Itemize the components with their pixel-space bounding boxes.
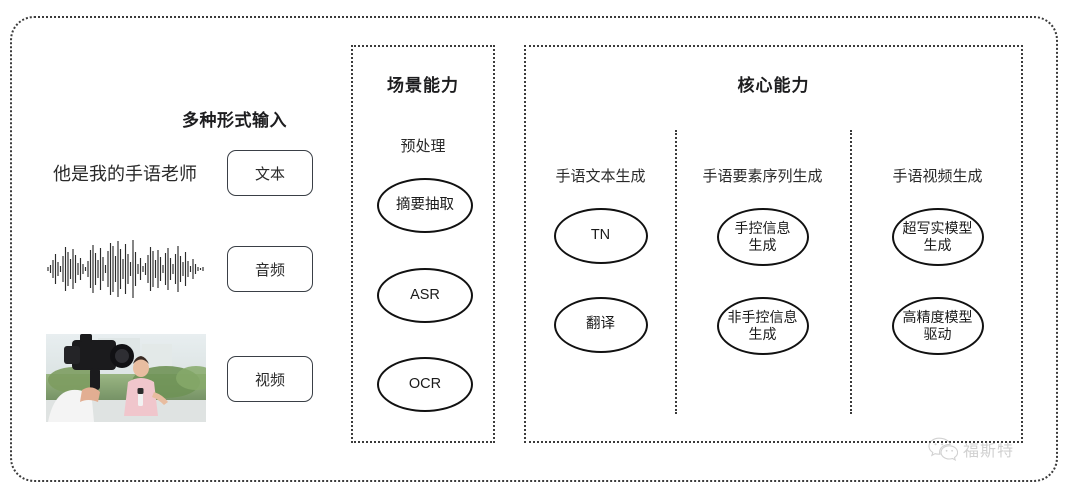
node-translation[interactable]: 翻译 — [553, 297, 648, 353]
scene-group-label-preprocess: 预处理 — [400, 138, 446, 155]
input-row-audio: 音频 — [30, 240, 330, 298]
input-row-video: 视频 — [30, 334, 330, 422]
diagram-outer-frame — [10, 16, 1058, 482]
node-tn[interactable]: TN — [553, 208, 648, 264]
multimodal-input-section: 多种形式输入 他是我的手语老师 文本 — [30, 30, 330, 470]
modality-chip-video[interactable]: 视频 — [227, 356, 313, 402]
watermark: 福斯特 — [928, 432, 1048, 466]
scene-capability-title: 场景能力 — [387, 76, 459, 95]
core-column-divider — [675, 130, 677, 414]
audio-waveform-icon — [46, 238, 208, 300]
input-row-text: 他是我的手语老师 文本 — [30, 150, 330, 196]
core-column-label-element-sequence: 手语要素序列生成 — [702, 168, 823, 185]
node-asr[interactable]: ASR — [377, 268, 473, 323]
modality-chip-text[interactable]: 文本 — [227, 150, 313, 196]
core-column-element-sequence: 手语要素序列生成 手控信息生成 非手控信息生成 — [675, 47, 850, 445]
node-manual-signal-generation[interactable]: 手控信息生成 — [716, 208, 809, 266]
node-non-manual-signal-generation[interactable]: 非手控信息生成 — [716, 297, 809, 355]
core-column-text-generation: 手语文本生成 TN 翻译 — [526, 47, 675, 445]
input-sample-text: 他是我的手语老师 — [53, 164, 197, 184]
core-capability-title: 核心能力 — [737, 76, 810, 95]
watermark-text: 福斯特 — [963, 443, 1015, 460]
video-thumbnail-image — [46, 334, 206, 422]
core-column-divider — [850, 130, 852, 414]
input-section-heading: 多种形式输入 — [182, 111, 287, 130]
node-ocr[interactable]: OCR — [377, 357, 473, 412]
core-capability-panel: 核心能力 手语文本生成 TN 翻译 手语要素序列生成 手控信息生成 非手控信息生… — [524, 45, 1023, 443]
scene-capability-panel: 场景能力 预处理 摘要抽取 ASR OCR — [351, 45, 495, 443]
node-photorealistic-model-generation[interactable]: 超写实模型生成 — [891, 208, 984, 266]
core-column-label-text-generation: 手语文本生成 — [555, 168, 646, 185]
node-summary-extraction[interactable]: 摘要抽取 — [377, 178, 473, 233]
node-high-precision-model-driving[interactable]: 高精度模型驱动 — [891, 297, 984, 355]
modality-chip-audio[interactable]: 音频 — [227, 246, 313, 292]
core-column-label-video-generation: 手语视频生成 — [892, 168, 983, 185]
core-column-video-generation: 手语视频生成 超写实模型生成 高精度模型驱动 — [850, 47, 1025, 445]
wechat-icon — [928, 436, 959, 462]
